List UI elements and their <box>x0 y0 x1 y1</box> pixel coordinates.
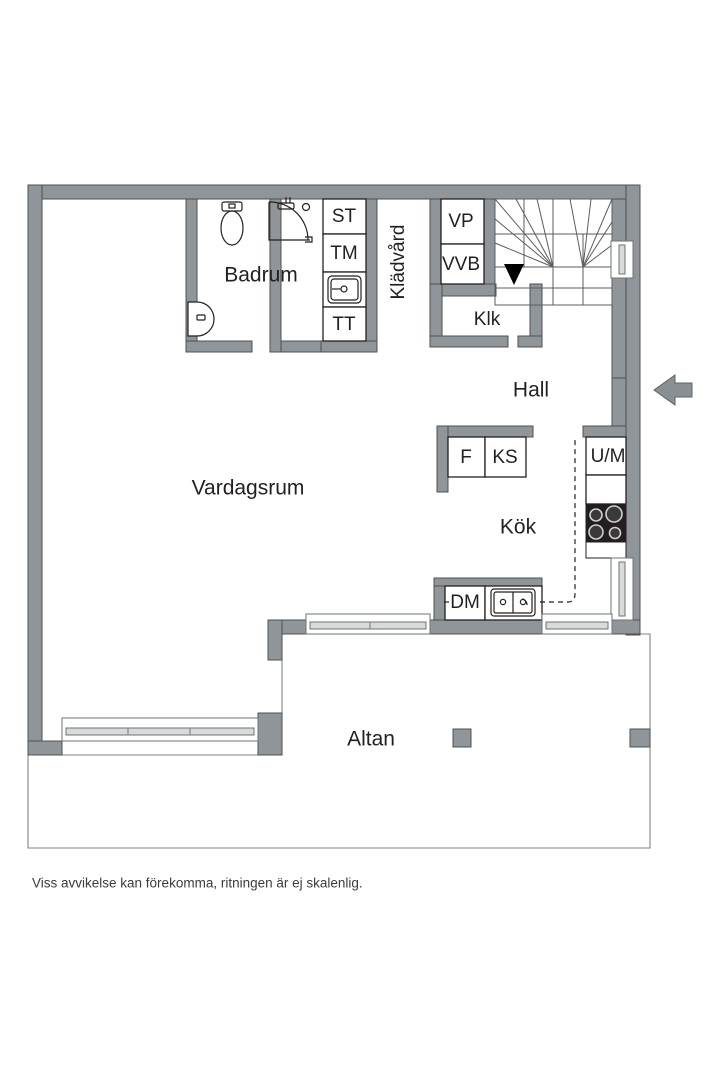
appliance-label-st: ST <box>332 206 357 227</box>
kitchen-sink-icon <box>490 588 536 617</box>
deck-post <box>452 728 651 748</box>
appliance-label-dm: DM <box>450 592 480 613</box>
room-label-klk: Klk <box>474 309 501 330</box>
room-label-kladvard: Klädvård <box>388 225 409 300</box>
laundry-column <box>322 198 367 342</box>
stove-icon <box>585 503 627 543</box>
vp-vvb-boxes <box>440 198 485 285</box>
kitchen-upper-units <box>436 425 534 493</box>
appliance-label-vvb: VVB <box>442 254 480 275</box>
room-labels: Vardagsrum Badrum Klädvård Klk Hall Kök … <box>192 225 550 751</box>
laundry-sink-icon <box>327 275 362 304</box>
stair-down-arrow-icon <box>504 264 524 285</box>
window-lower-right <box>610 557 634 621</box>
sliding-door-deck-right <box>541 613 613 635</box>
window-upper-right <box>610 240 634 279</box>
kitchen-right-column <box>582 425 627 559</box>
sliding-doors <box>61 613 613 742</box>
room-label-hall: Hall <box>513 379 549 402</box>
appliance-labels: ST TM TT VP VVB F KS U/M DM <box>330 206 625 613</box>
appliance-label-um: U/M <box>591 446 626 467</box>
appliance-label-tt: TT <box>332 314 356 335</box>
washbasin-icon <box>187 301 215 337</box>
room-label-vardagsrum: Vardagsrum <box>192 477 305 500</box>
exterior-walls <box>27 184 641 756</box>
appliance-label-ks: KS <box>492 447 517 468</box>
kitchen-lower-counter <box>433 437 576 621</box>
appliance-label-tm: TM <box>330 243 357 264</box>
sliding-door-livingroom <box>61 717 259 742</box>
entrance-arrow-icon <box>653 374 693 406</box>
windows <box>610 240 634 621</box>
staircase <box>494 198 613 306</box>
room-label-altan: Altan <box>347 728 395 751</box>
plan-caption: Viss avvikelse kan förekomma, ritningen … <box>32 876 363 891</box>
badrum-fixtures <box>187 197 313 337</box>
room-label-badrum: Badrum <box>224 264 298 287</box>
corner-shower-icon <box>268 197 313 243</box>
sliding-door-deck-left <box>305 613 431 635</box>
appliance-label-f: F <box>460 447 472 468</box>
appliance-label-vp: VP <box>448 211 473 232</box>
room-label-kok: Kök <box>500 516 537 539</box>
wc-toilet-icon <box>220 201 244 246</box>
